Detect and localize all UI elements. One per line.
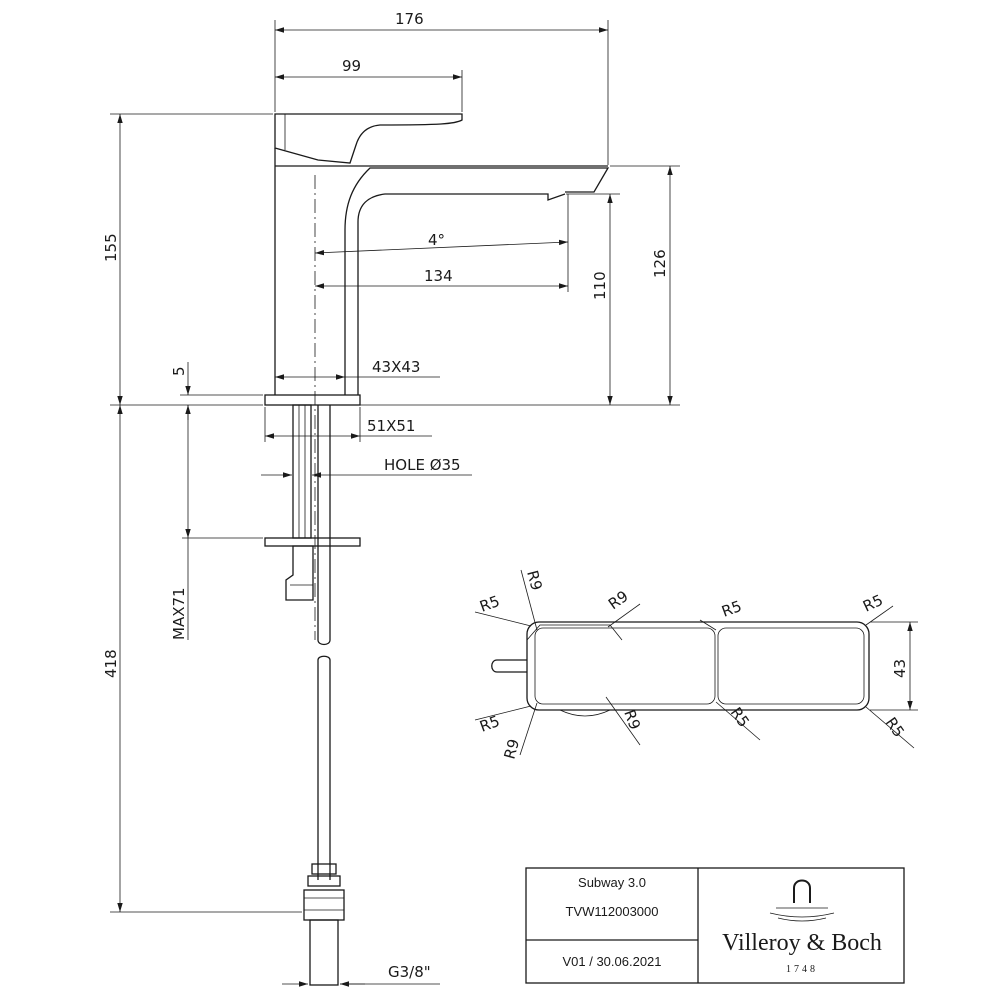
dim-176: 176 [395, 10, 424, 28]
dim-155: 155 [102, 233, 120, 262]
title-block: Subway 3.0 TVW112003000 V01 / 30.06.2021… [525, 867, 905, 984]
dim-126: 126 [651, 249, 669, 278]
dim-418: 418 [102, 649, 120, 678]
dim-99: 99 [342, 57, 361, 75]
dimension-lines: 176 99 155 4° 134 110 126 43X43 5 [102, 10, 680, 987]
radius-label: R5 [477, 592, 502, 616]
dim-110: 110 [591, 271, 609, 300]
dim-max71: MAX71 [170, 587, 188, 640]
fixing-plate [264, 537, 361, 547]
dim-134: 134 [424, 267, 453, 285]
version-date: V01 / 30.06.2021 [562, 954, 661, 969]
mounting-rod [292, 404, 312, 539]
radius-label: R5 [882, 714, 908, 741]
dim-5: 5 [170, 366, 188, 376]
radius-label: R5 [860, 591, 886, 616]
radius-label: R9 [620, 707, 644, 732]
radius-label: R5 [727, 704, 753, 731]
dim-43x43: 43X43 [372, 358, 420, 376]
radius-label: R9 [523, 568, 546, 592]
hose-fitting [303, 889, 345, 921]
lever-handle [274, 113, 463, 164]
dim-4deg: 4° [428, 231, 445, 249]
product-name: Subway 3.0 [578, 875, 646, 890]
villeroy-boch-logo: Villeroy & Boch 1748 [722, 879, 882, 975]
product-code: TVW112003000 [566, 904, 659, 919]
faucet-body [274, 148, 610, 395]
top-dim-43: 43 [891, 659, 909, 678]
dim-hole: HOLE Ø35 [384, 456, 461, 474]
radius-label: R9 [500, 737, 523, 761]
dim-51x51: 51X51 [367, 417, 415, 435]
brand-name: Villeroy & Boch [722, 930, 882, 956]
supply-hose [317, 405, 331, 646]
radius-label: R5 [477, 712, 502, 736]
faucet-side-view [264, 113, 610, 986]
radius-label: R9 [605, 587, 632, 613]
faucet-top-view: 43 R5 R9 R9 R5 R5 R5 R9 R9 R5 R5 [474, 568, 918, 761]
fixing-nut [285, 545, 314, 601]
base-plate [264, 394, 361, 406]
radius-label: R5 [719, 597, 744, 621]
top-view-outline [526, 621, 870, 711]
brand-year: 1748 [786, 964, 818, 975]
dim-thread: G3/8" [388, 963, 431, 981]
